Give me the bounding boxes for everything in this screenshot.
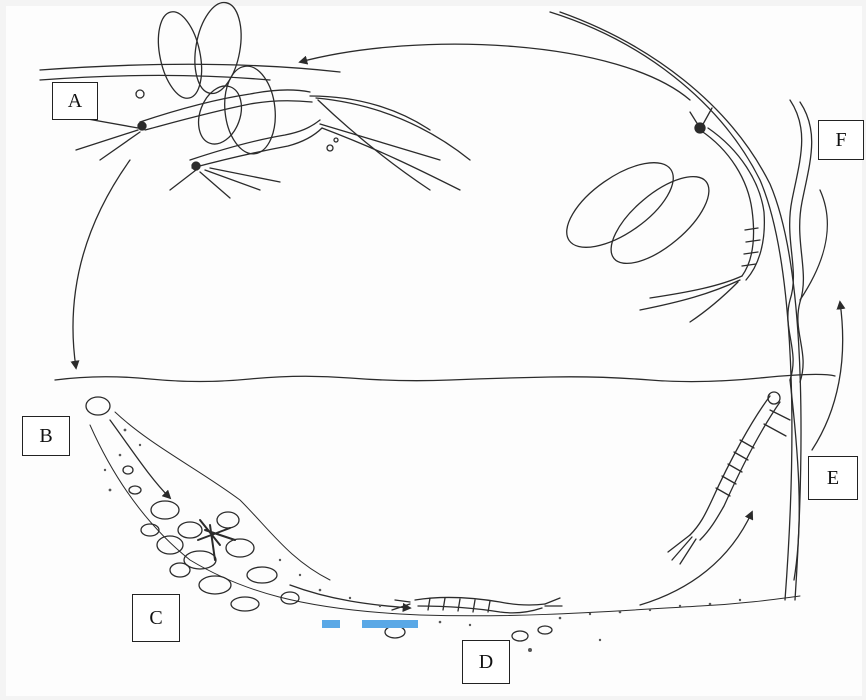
cycle-arrow-d-to-e [640, 512, 752, 605]
climbing-nymph-icon [668, 392, 790, 564]
cycle-arrow-e-to-f [812, 302, 843, 450]
grass-strand-left-2 [40, 76, 270, 81]
stage-label-f: F [818, 120, 864, 160]
stage-label-c: C [132, 594, 180, 642]
cycle-arrow-b-to-c [110, 420, 170, 498]
cycle-arrow-f-to-a [300, 44, 690, 100]
stage-label-d: D [462, 640, 510, 684]
cycle-arrow-a-to-b [73, 160, 130, 368]
mating-adults-icon [76, 0, 470, 198]
nymph-among-stones-icon [123, 466, 299, 611]
riverbed [90, 412, 800, 616]
stage-label-e: E [808, 456, 858, 500]
winged-adult-icon [553, 108, 764, 322]
cycle-arrow-c-to-d [290, 585, 410, 608]
swimming-nymph-icon [385, 598, 562, 641]
highlight-marks [322, 620, 418, 628]
egg-icon [86, 397, 110, 415]
grass-strand-left [40, 64, 340, 72]
stage-label-b: B [22, 416, 70, 456]
stage-label-a: A [52, 82, 98, 120]
water-surface-line [55, 374, 835, 381]
plant-stems [550, 12, 827, 600]
